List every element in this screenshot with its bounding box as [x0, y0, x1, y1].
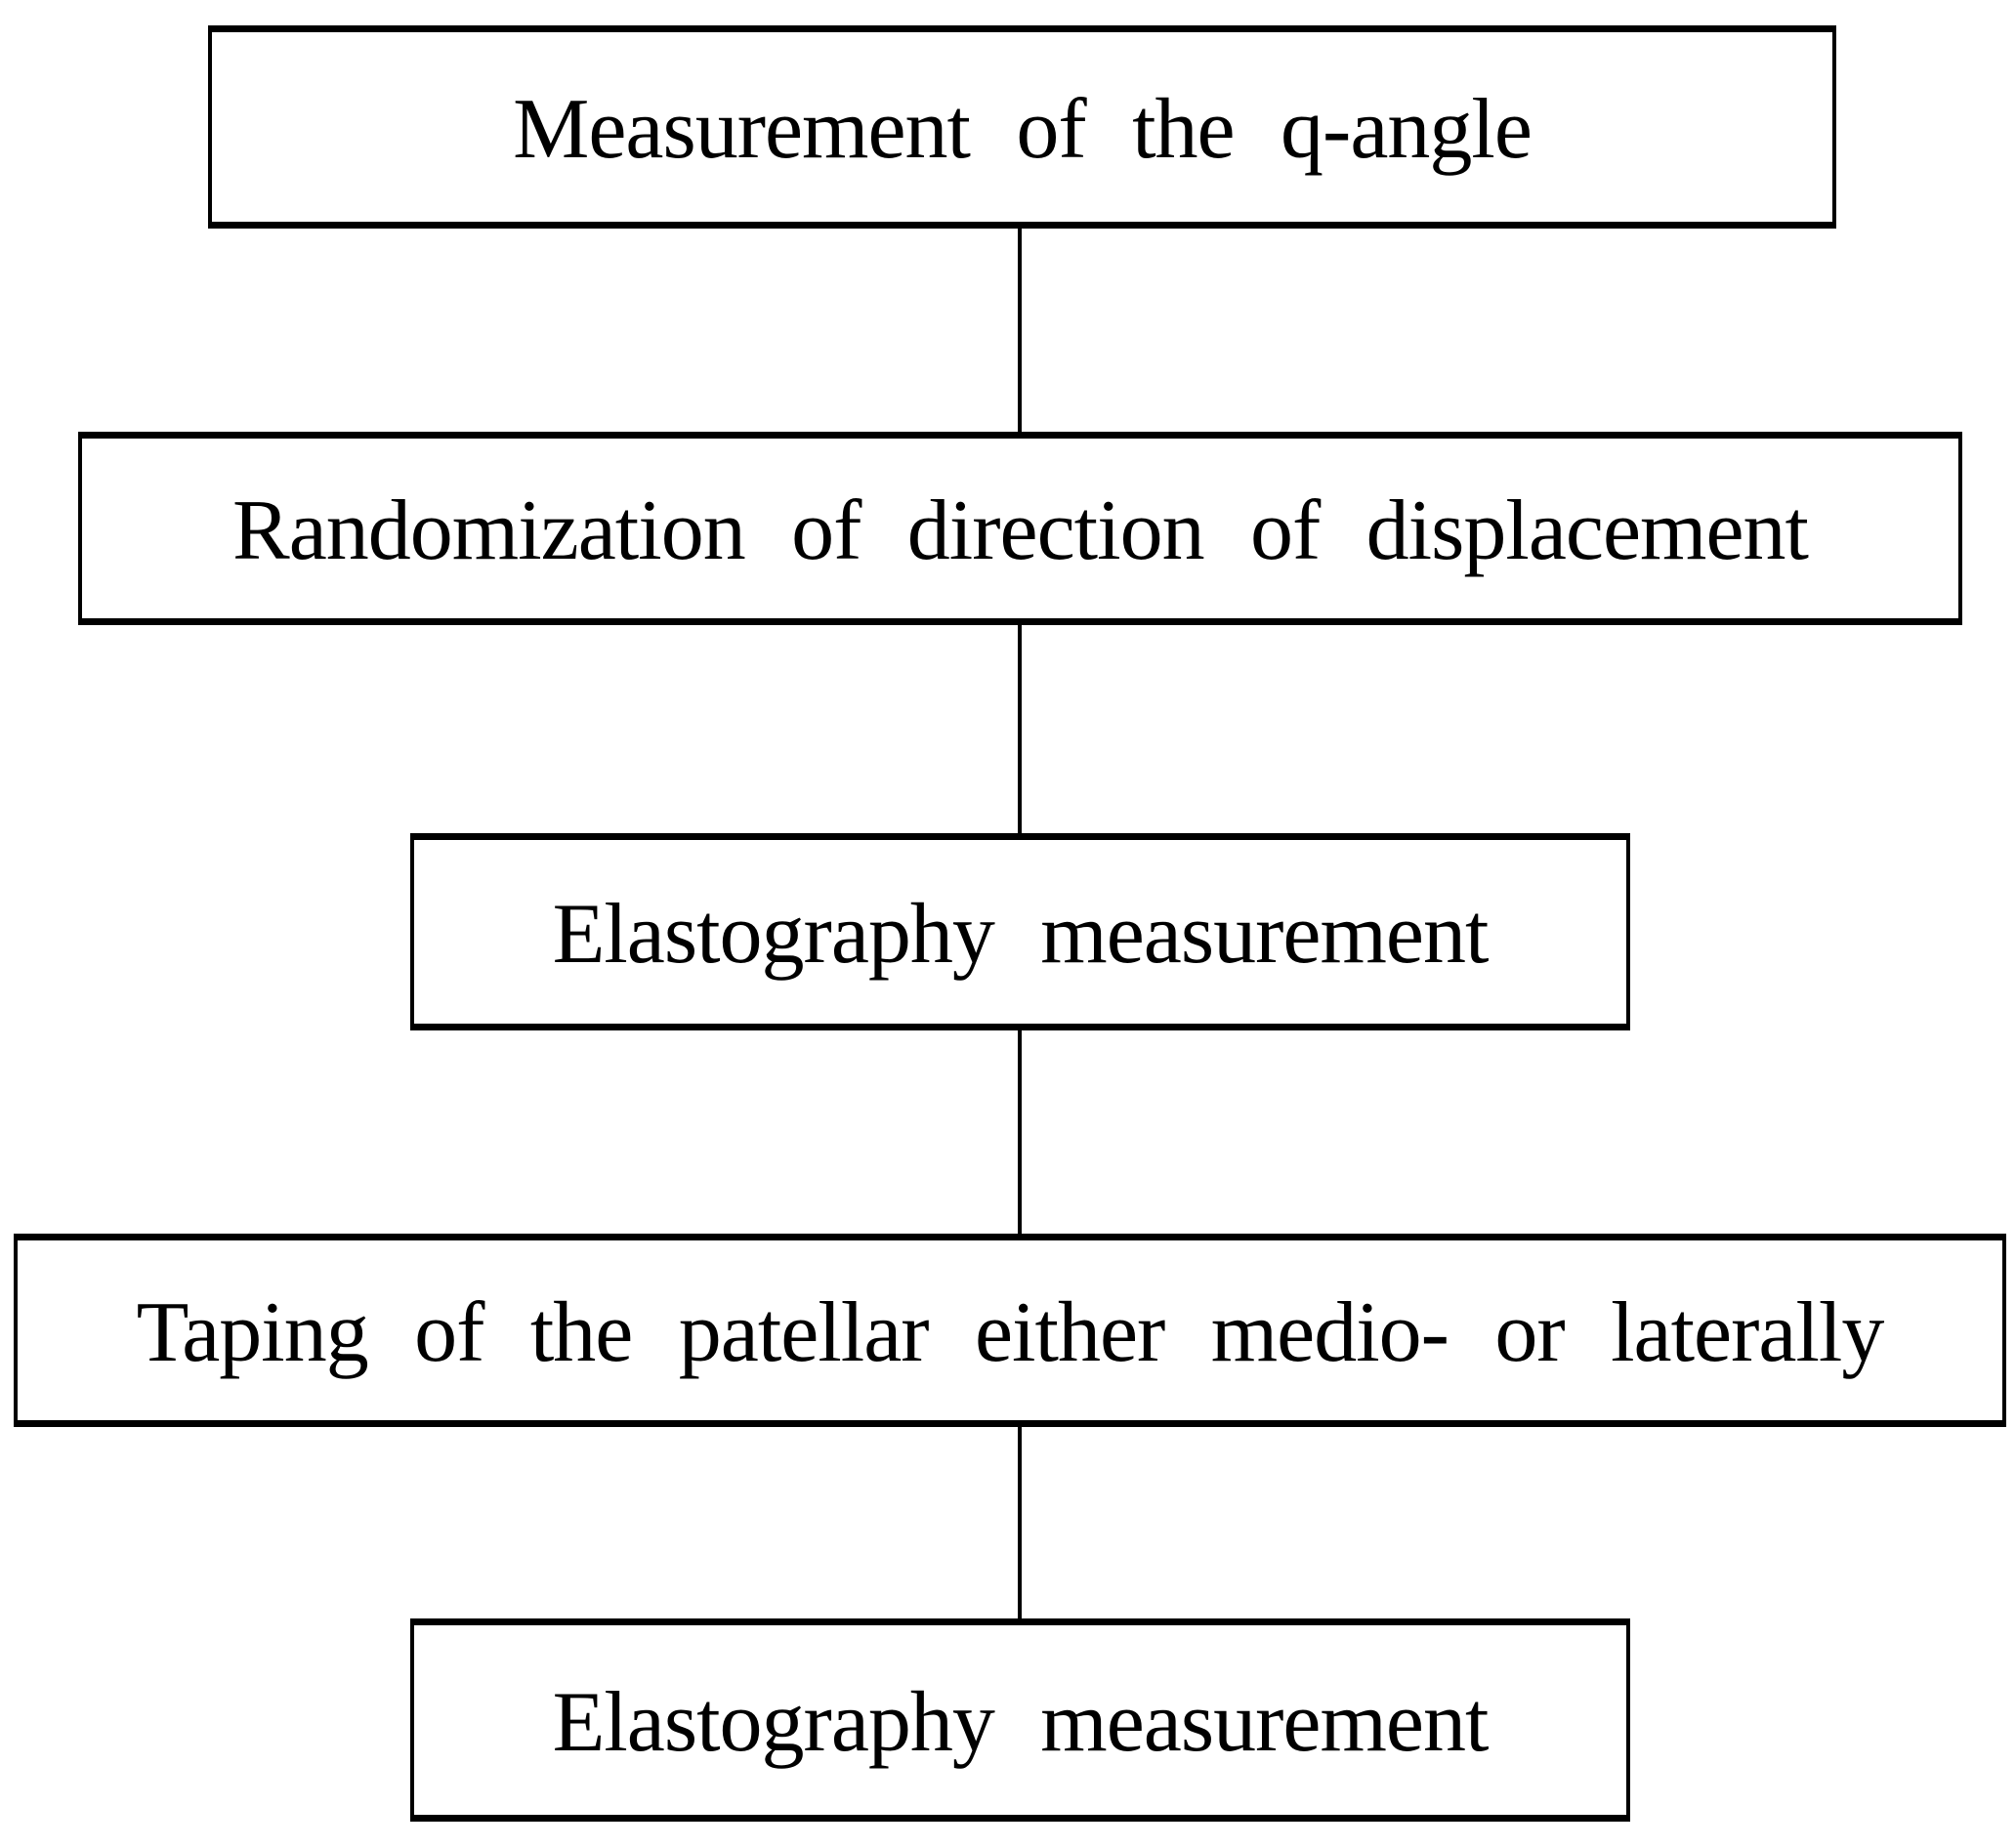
connector-line-2 [1018, 623, 1022, 835]
flow-node-label: Randomization of direction of displaceme… [232, 483, 1809, 578]
flow-node-label: Elastography measurement [552, 1675, 1490, 1770]
flow-node-label: Elastography measurement [552, 887, 1490, 982]
flow-node-randomization: Randomization of direction of displaceme… [78, 432, 1962, 625]
flow-node-label: Measurement of the q-angle [513, 82, 1533, 177]
flow-node-elastography-1: Elastography measurement [410, 833, 1630, 1030]
flow-node-taping: Taping of the patellar either medio- or … [14, 1234, 2006, 1427]
flow-node-measure-q-angle: Measurement of the q-angle [208, 25, 1836, 229]
connector-line-3 [1018, 1029, 1022, 1236]
connector-line-1 [1018, 227, 1022, 434]
flow-node-label: Taping of the patellar either medio- or … [136, 1285, 1885, 1380]
flow-node-elastography-2: Elastography measurement [410, 1618, 1630, 1822]
connector-line-4 [1018, 1425, 1022, 1620]
